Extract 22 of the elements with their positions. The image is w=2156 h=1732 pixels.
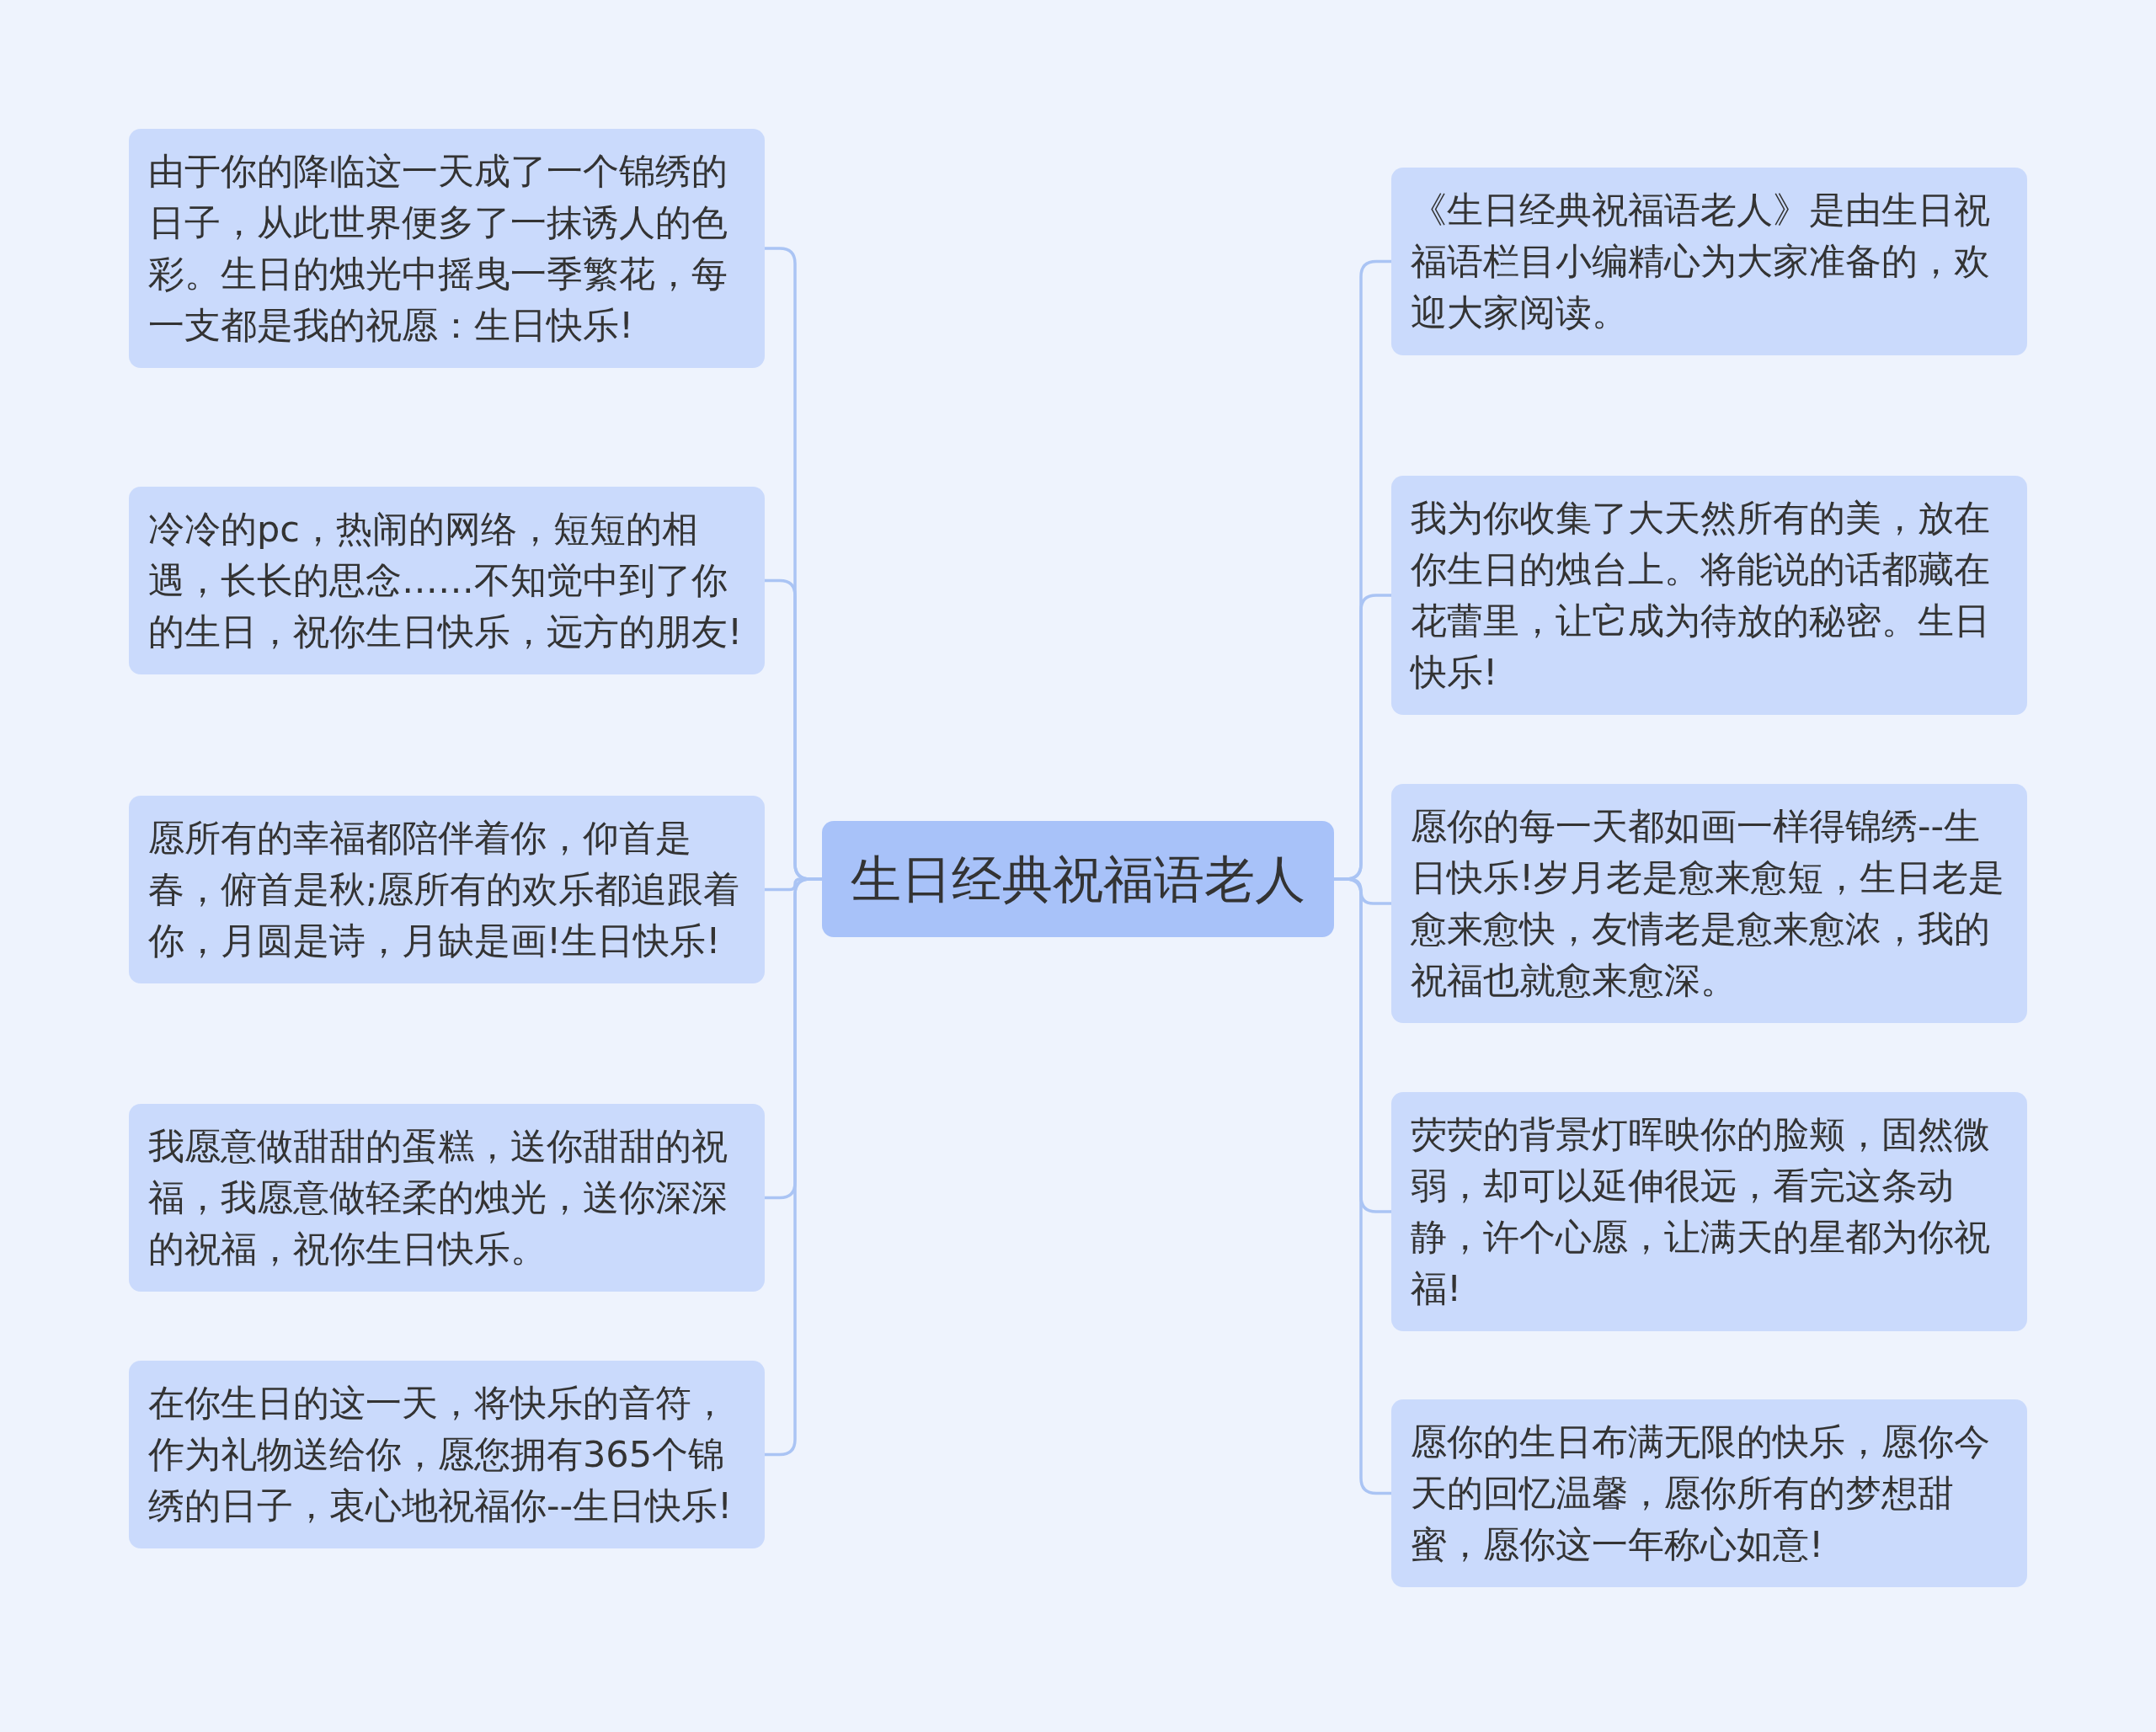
topic-text: 愿你的每一天都如画一样得锦绣--生日快乐!岁月老是愈来愈短，生日老是愈来愈快，友情老是愈来愈浓，我的祝福也就愈来愈深。 [1411, 804, 2006, 1003]
topic-box [1391, 168, 2027, 355]
topic-box [129, 487, 765, 674]
topic-box [129, 1361, 765, 1548]
central-topic-text: 生日经典祝福语老人 [851, 849, 1305, 910]
topic-box [129, 1104, 765, 1292]
topic-text: 《生日经典祝福语老人》是由生日祝福语栏目小编精心为大家准备的，欢迎大家阅读。 [1411, 188, 1991, 335]
topic-box [1391, 476, 2027, 715]
topic-text: 愿所有的幸福都陪伴着你，仰首是春，俯首是秋;愿所有的欢乐都追跟着你，月圆是诗，月缺是画!生日快乐! [148, 816, 741, 963]
central-topic-box [822, 821, 1334, 937]
topic-text: 我愿意做甜甜的蛋糕，送你甜甜的祝福，我愿意做轻柔的烛光，送你深深的祝福，祝你生日快乐。 [148, 1124, 728, 1271]
topic-text: 愿你的生日布满无限的快乐，愿你今天的回忆温馨，愿你所有的梦想甜蜜，愿你这一年称心如意! [1411, 1420, 1991, 1567]
topic-text: 荧荧的背景灯晖映你的脸颊，固然微弱，却可以延伸很远，看完这条动静，许个心愿，让满天的星都为你祝福! [1411, 1112, 1991, 1311]
topic-text: 冷冷的pc，热闹的网络，短短的相遇，长长的思念……不知觉中到了你的生日，祝你生日快乐，远方的朋友! [148, 507, 744, 654]
topic-text: 在你生日的这一天，将快乐的音符，作为礼物送给你，愿您拥有365个锦绣的日子，衷心地祝福你--生日快乐! [148, 1381, 734, 1528]
topic-box [129, 796, 765, 983]
topic-box [1391, 1399, 2027, 1587]
topic-text: 由于你的降临这一天成了一个锦绣的日子，从此世界便多了一抹诱人的色彩。生日的烛光中摇曳一季繁花，每一支都是我的祝愿：生日快乐! [148, 149, 728, 348]
topic-text: 我为你收集了大天然所有的美，放在你生日的烛台上。将能说的话都藏在花蕾里，让它成为待放的秘密。生日快乐! [1411, 496, 1991, 695]
topic-box [1391, 784, 2027, 1023]
topic-box [129, 129, 765, 368]
topic-box [1391, 1092, 2027, 1331]
